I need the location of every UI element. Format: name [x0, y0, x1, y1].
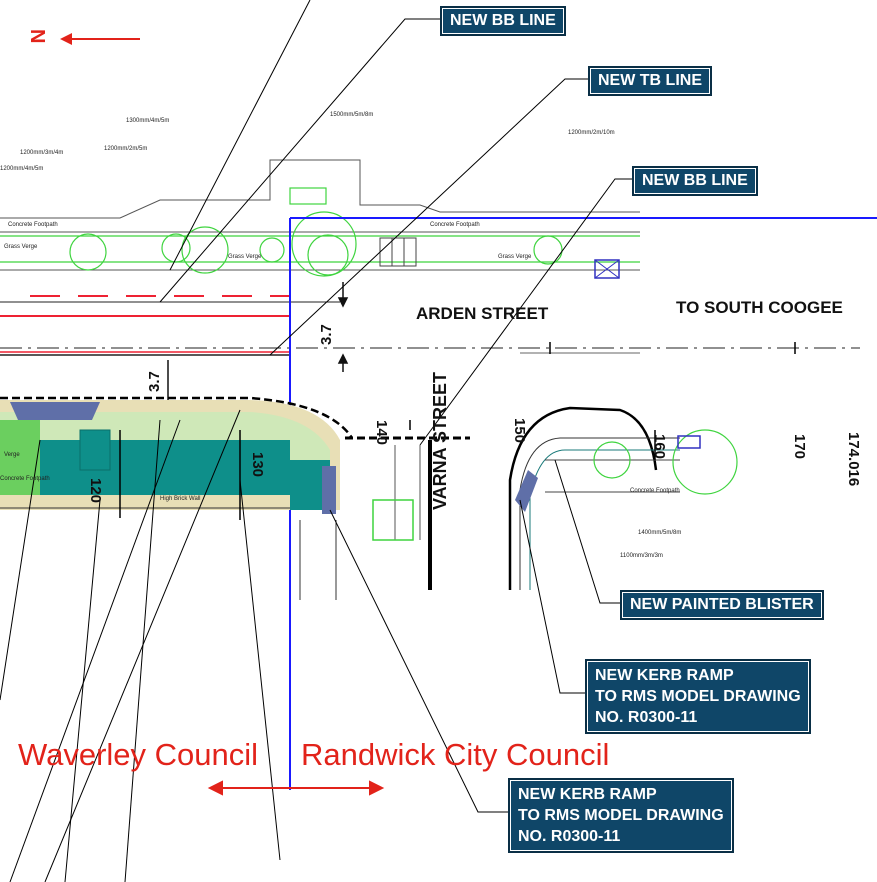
concrete-footpath-label-2: Concrete Footpath — [430, 222, 480, 228]
southern-kerb-blister — [0, 396, 354, 600]
arden-street-markings — [0, 295, 860, 356]
waverley-council-label: Waverley Council — [18, 737, 259, 772]
tree-label-6: 1400mm/5m/8m — [638, 530, 682, 536]
callout-line: TO RMS MODEL DRAWING — [595, 688, 801, 705]
varna-street-text: VARNA STREET — [430, 371, 450, 510]
callout-line: NEW KERB RAMP — [518, 786, 657, 803]
street-trees-south — [593, 429, 738, 495]
high-brick-wall-label: High Brick Wall — [160, 496, 201, 502]
chainage-text: 170 — [791, 434, 808, 460]
northern-property-boundary — [0, 159, 640, 271]
chainage-ticks — [119, 342, 796, 520]
chainage-120: 120 — [87, 478, 104, 503]
chainage-text: 140 — [373, 420, 390, 446]
tree-label-3: 1200mm/2m/5m — [104, 146, 148, 152]
tree-label-5: 1200mm/2m/10m — [568, 130, 615, 136]
leader-lines — [0, 0, 632, 882]
tree-label-8: 1200mm/4m/5m — [0, 166, 44, 172]
street-trees-north — [69, 211, 563, 277]
chainage-130: 130 — [249, 452, 266, 477]
council-boundary-arrow — [207, 780, 385, 796]
chainage-140: 140 — [373, 420, 390, 445]
tree-label-4: 1500mm/5m/8m — [330, 112, 374, 118]
varna-street-label: VARNA STREET — [430, 372, 451, 510]
randwick-council-label: Randwick City Council — [301, 737, 610, 772]
chainage-160: 160 — [651, 434, 668, 459]
north-label: N — [26, 29, 48, 43]
chainage-text: 160 — [651, 434, 668, 460]
callout-new-kerb-ramp-right: NEW KERB RAMP TO RMS MODEL DRAWING NO. R… — [585, 659, 811, 734]
chainage-150: 150 — [511, 418, 528, 443]
dimension-lower: 3.7 — [146, 371, 163, 392]
chainage-text: 120 — [87, 478, 104, 504]
callout-new-bb-line-right: NEW BB LINE — [632, 166, 758, 196]
grass-verge-label-2: Grass Verge — [228, 254, 262, 260]
chainage-text: 174.016 — [845, 432, 862, 487]
concrete-footpath-label-4: Concrete Footpath — [630, 488, 680, 494]
dimension-upper: 3.7 — [318, 324, 335, 345]
south-coogee-label: TO SOUTH COOGEE — [676, 298, 843, 317]
arden-street-label: ARDEN STREET — [416, 304, 549, 323]
chainage-170: 170 — [791, 434, 808, 459]
callout-line: NO. R0300-11 — [518, 828, 621, 845]
verge-lines — [0, 187, 640, 263]
grass-verge-label: Grass Verge — [4, 244, 38, 250]
dimension-upper-text: 3.7 — [318, 324, 335, 345]
callout-line: TO RMS MODEL DRAWING — [518, 807, 724, 824]
verge-label: Verge — [4, 452, 20, 458]
north-arrow-icon: N — [26, 29, 140, 45]
concrete-footpath-label: Concrete Footpath — [8, 222, 58, 228]
callout-new-bb-line-top: NEW BB LINE — [440, 6, 566, 36]
tree-label-7: 1100mm/3m/3m — [620, 553, 663, 559]
chainage-174016: 174.016 — [845, 432, 862, 486]
callout-line: NEW KERB RAMP — [595, 667, 734, 684]
pit-marker-south — [677, 435, 701, 449]
pit-marker — [594, 259, 620, 279]
concrete-footpath-label-3: Concrete Footpath — [0, 476, 50, 482]
tree-label-2: 1300mm/4m/5m — [126, 118, 170, 124]
callout-new-kerb-ramp-bottom: NEW KERB RAMP TO RMS MODEL DRAWING NO. R… — [508, 778, 734, 853]
chainage-text: 130 — [249, 452, 266, 478]
callout-new-painted-blister: NEW PAINTED BLISTER — [620, 590, 824, 620]
callout-new-tb-line: NEW TB LINE — [588, 66, 712, 96]
dimension-lower-text: 3.7 — [146, 371, 163, 392]
dimension-markers — [167, 282, 349, 400]
tree-label-1: 1200mm/3m/4m — [20, 150, 64, 156]
chainage-text: 150 — [511, 418, 528, 444]
grass-verge-label-3: Grass Verge — [498, 254, 532, 260]
callout-line: NO. R0300-11 — [595, 709, 698, 726]
